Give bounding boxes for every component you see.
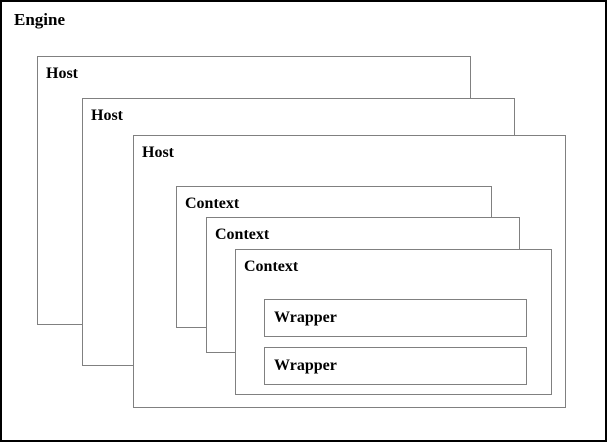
context-box-3: Context Wrapper Wrapper — [235, 249, 552, 395]
context-label-2: Context — [215, 226, 270, 243]
wrapper-box-2: Wrapper — [264, 347, 527, 385]
wrapper-label-1: Wrapper — [274, 309, 337, 326]
wrapper-box-1: Wrapper — [264, 299, 527, 337]
host-label-3: Host — [142, 144, 174, 161]
host-label-2: Host — [91, 107, 123, 124]
context-label-1: Context — [185, 195, 240, 212]
context-label-3: Context — [244, 258, 299, 275]
host-label-1: Host — [46, 65, 78, 82]
wrapper-label-2: Wrapper — [274, 357, 337, 374]
engine-label: Engine — [14, 10, 66, 29]
